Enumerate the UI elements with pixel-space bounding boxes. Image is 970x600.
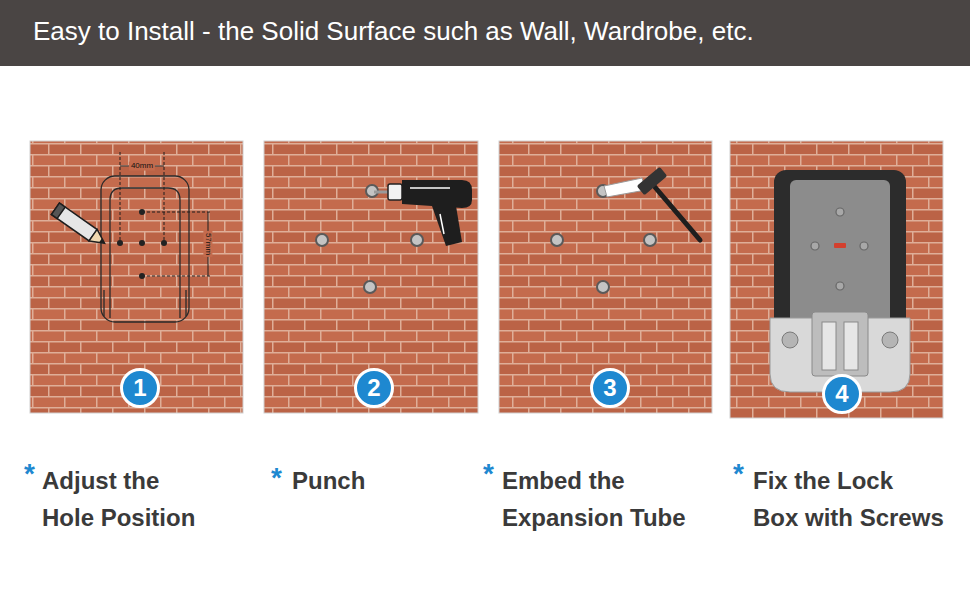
screw: [860, 242, 868, 250]
page-title: Easy to Install - the Solid Surface such…: [33, 16, 754, 47]
shackle: [844, 322, 858, 370]
drilled-hole: [551, 234, 563, 246]
step-caption: Punch: [292, 462, 462, 499]
dimension-label: 40mm: [129, 162, 155, 171]
drilled-hole: [597, 281, 609, 293]
drilled-holes: [551, 185, 656, 293]
dimension-label: 57mm: [204, 231, 213, 257]
screw: [836, 208, 844, 216]
hole-mark: [139, 273, 145, 279]
lock-mechanism: [812, 312, 868, 376]
brick-panel: [730, 141, 943, 418]
step-number-circle: 2: [354, 368, 394, 408]
lock-box: [770, 170, 910, 392]
hole-mark: [139, 240, 145, 246]
brick-panel: [264, 141, 478, 413]
dial: [782, 332, 798, 348]
dimension-guides: [120, 152, 212, 276]
hole-marks: [117, 209, 167, 279]
drilled-hole: [364, 281, 376, 293]
drilled-hole: [644, 234, 656, 246]
dial: [882, 332, 898, 348]
drill-body: [402, 180, 472, 208]
box-outline: [101, 176, 189, 322]
drill-handle: [432, 206, 462, 246]
side-lines: [104, 290, 186, 316]
drill-highlight: [410, 187, 450, 189]
hammer-handle: [654, 186, 700, 240]
step-number-circle: 4: [822, 374, 862, 414]
step-number-circle: 3: [590, 368, 630, 408]
hole-mark: [139, 209, 145, 215]
drill-highlight: [440, 214, 444, 234]
power-drill: [374, 180, 472, 246]
hammer: [637, 167, 700, 240]
hole-mark: [161, 240, 167, 246]
hole-mark: [117, 240, 123, 246]
release-button: [834, 243, 846, 248]
bullet-star: *: [24, 458, 35, 490]
lock-box-backplate: [790, 180, 890, 330]
pencil-lead: [99, 238, 106, 245]
pencil-tip: [89, 229, 108, 248]
step-number: 4: [835, 382, 848, 406]
dimension-lines: [120, 166, 208, 276]
header-bar: [0, 0, 970, 66]
pencil-body: [51, 203, 97, 241]
pencil-eraser: [51, 203, 65, 218]
step-caption: Embed the Expansion Tube: [502, 462, 707, 536]
bullet-star: *: [271, 462, 282, 494]
bullet-star: *: [483, 458, 494, 490]
pencil: [51, 203, 108, 249]
bullet-star: *: [733, 458, 744, 490]
screw: [811, 242, 819, 250]
step-number: 3: [603, 376, 616, 400]
brick-panel: [499, 141, 712, 413]
step-number: 1: [133, 376, 146, 400]
outer-outline: [101, 176, 189, 322]
screw: [836, 282, 844, 290]
step-caption: Adjust the Hole Position: [42, 462, 227, 536]
guide-line: [142, 276, 212, 277]
guide-line: [142, 212, 212, 213]
hammer-head: [637, 167, 668, 195]
drilled-hole: [316, 234, 328, 246]
drilled-hole: [411, 234, 423, 246]
step-number: 2: [367, 376, 380, 400]
brick-panel: [30, 141, 243, 413]
drill-chuck: [388, 184, 402, 200]
step-number-circle: 1: [120, 368, 160, 408]
shackle: [822, 322, 836, 370]
step-caption: Fix the Lock Box with Screws: [753, 462, 959, 536]
